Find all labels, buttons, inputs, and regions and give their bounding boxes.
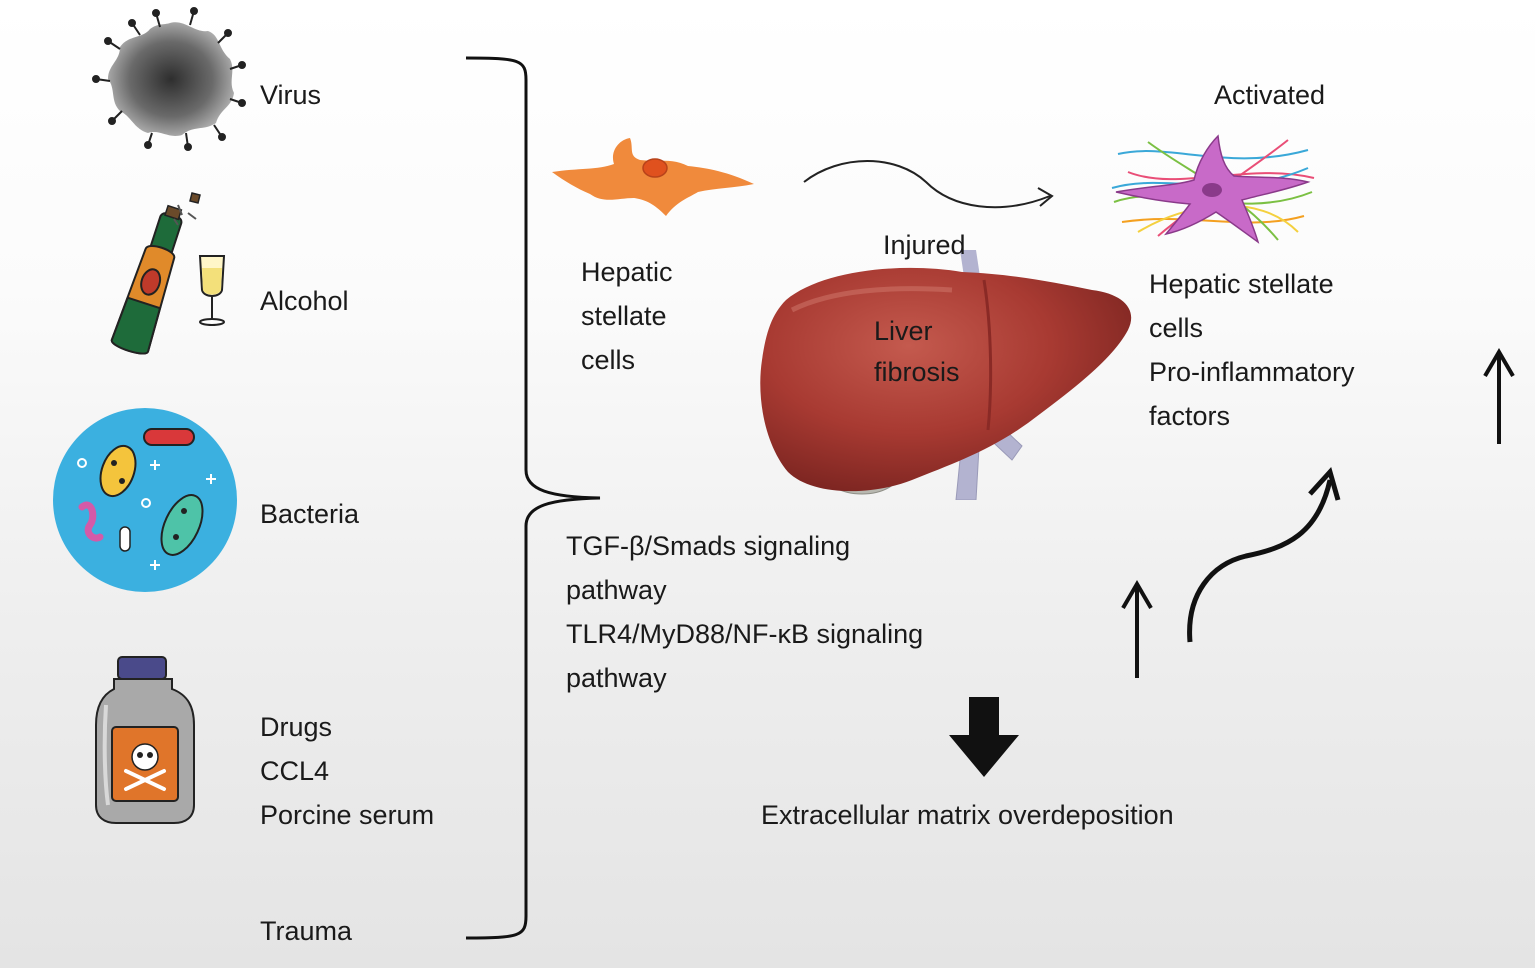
bold-down-arrow	[947, 695, 1021, 779]
bacteria-dish-icon	[52, 407, 238, 593]
activated-hsc-line-3: Pro-inflammatory	[1149, 357, 1355, 387]
hsc-quiescent-line-2: stellate	[581, 301, 667, 331]
activated-hsc-block: Hepatic stellate cells Pro-inflammatory …	[1149, 262, 1355, 438]
hsc-quiescent-line-3: cells	[581, 345, 636, 375]
pathway-tgf-line-2: pathway	[566, 575, 667, 605]
pathway-tlr4-line-1: TLR4/MyD88/NF-κB signaling	[566, 619, 924, 649]
virus-icon	[90, 5, 250, 155]
activated-stellate-cell-icon	[1108, 132, 1318, 244]
cause-porcine-serum-label: Porcine serum	[260, 800, 435, 830]
wine-glass-icon	[192, 252, 232, 332]
cause-alcohol-label: Alcohol	[260, 286, 349, 316]
pathways-block: TGF-β/Smads signaling pathway TLR4/MyD88…	[566, 524, 923, 700]
activation-arrow	[800, 150, 1062, 220]
cause-drugs-block: Drugs CCL4 Porcine serum	[260, 705, 434, 837]
hsc-quiescent-line-1: Hepatic	[581, 257, 673, 287]
liver-fibrosis-line-2: fibrosis	[874, 357, 960, 387]
champagne-bottle-icon	[100, 185, 210, 365]
activated-hsc-line-1: Hepatic stellate	[1149, 269, 1334, 299]
cause-bacteria-label: Bacteria	[260, 499, 360, 529]
poison-bottle-icon	[92, 655, 198, 825]
cause-virus-label: Virus	[260, 80, 322, 110]
liver-injured-label: Injured	[883, 230, 966, 260]
activated-label: Activated	[1214, 80, 1326, 110]
hsc-quiescent-block: Hepatic stellate cells	[581, 250, 673, 382]
curved-up-arrow	[1182, 464, 1346, 646]
liver-fibrosis-line-1: Liver	[874, 316, 933, 346]
activated-hsc-line-4: factors	[1149, 401, 1231, 431]
increase-arrow-right	[1482, 348, 1516, 446]
cause-trauma-label: Trauma	[260, 916, 353, 946]
ecm-label: Extracellular matrix overdeposition	[761, 800, 1174, 830]
hepatic-stellate-cell-icon	[548, 132, 760, 222]
increase-arrow-middle	[1120, 580, 1154, 680]
pathway-tlr4-line-2: pathway	[566, 663, 667, 693]
curly-brace	[460, 50, 610, 950]
cause-ccl4-label: CCL4	[260, 756, 330, 786]
activated-hsc-line-2: cells	[1149, 313, 1204, 343]
cause-drugs-label: Drugs	[260, 712, 333, 742]
pathway-tgf-line-1: TGF-β/Smads signaling	[566, 531, 851, 561]
liver-icon	[752, 250, 1137, 500]
